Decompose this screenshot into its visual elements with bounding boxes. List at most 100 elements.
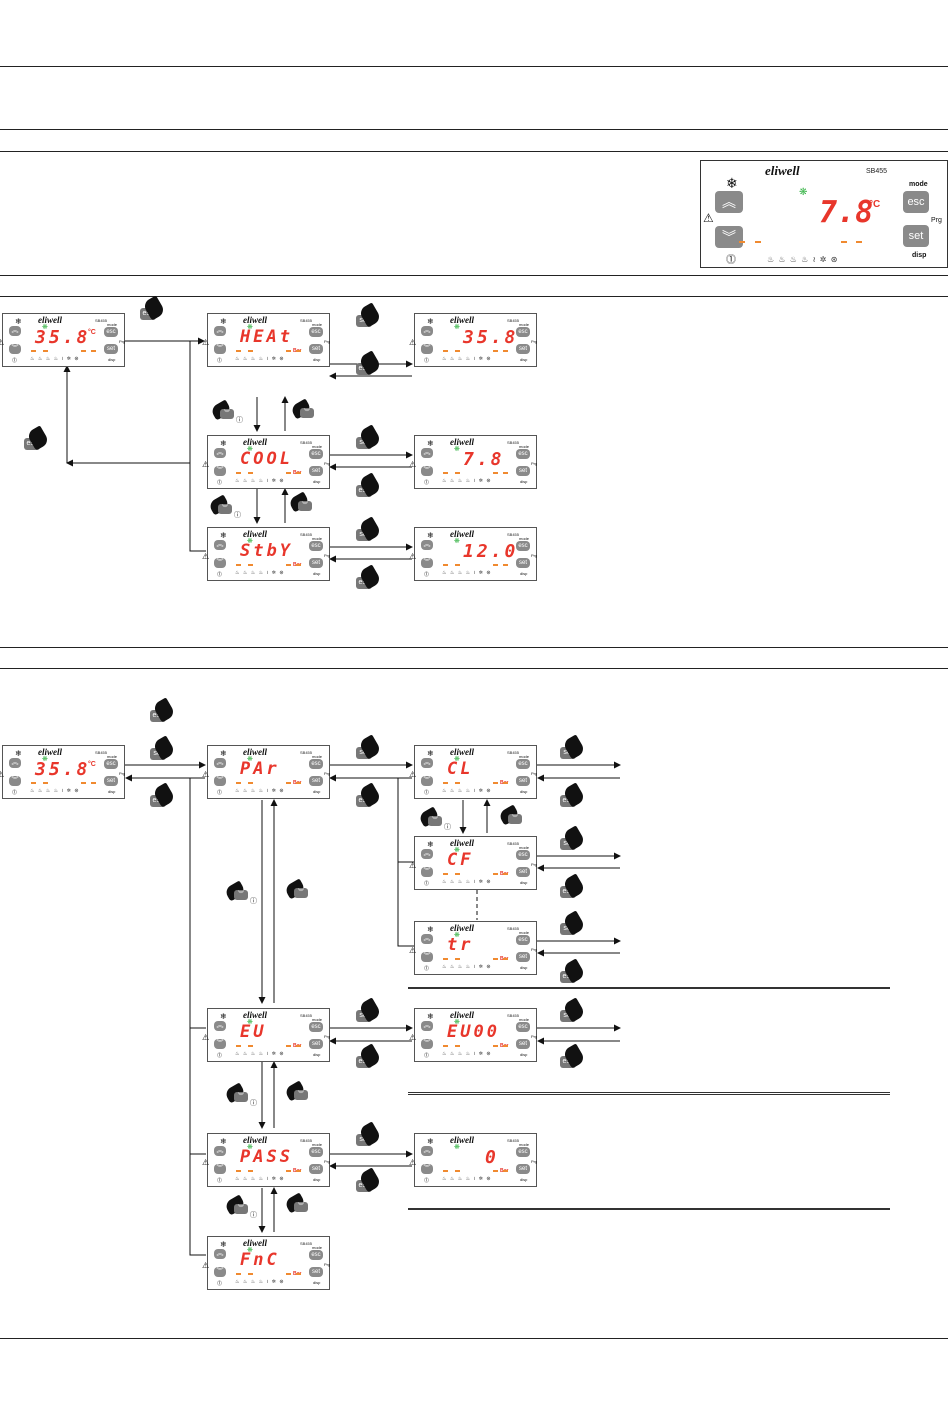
down-button[interactable]: ︾	[214, 1267, 226, 1277]
esc-button[interactable]: esc	[516, 1022, 530, 1032]
down-button[interactable]: ︾	[214, 466, 226, 476]
esc-button[interactable]: esc	[309, 1250, 323, 1260]
down-button[interactable]: ︾	[214, 1039, 226, 1049]
down-button[interactable]: ︾	[421, 466, 433, 476]
up-key[interactable]: ︾	[298, 501, 312, 511]
set-button[interactable]: set	[516, 1164, 530, 1174]
set-button[interactable]: set	[309, 558, 323, 568]
down-button[interactable]: ︾	[9, 776, 21, 786]
down-button[interactable]: ︾	[214, 344, 226, 354]
up-button[interactable]: ︽	[214, 1146, 226, 1156]
esc-button[interactable]: esc	[309, 759, 323, 769]
esc-button[interactable]: esc	[309, 541, 323, 551]
snowflake-icon: ❄	[726, 175, 738, 191]
up-button[interactable]: ︽	[421, 934, 433, 944]
down-key[interactable]: ︾	[234, 1204, 248, 1214]
up-key[interactable]: ︾	[300, 408, 314, 418]
down-key[interactable]: ︾	[220, 409, 234, 419]
down-button[interactable]: ︾	[214, 1164, 226, 1174]
up-button[interactable]: ︽	[715, 191, 743, 213]
esc-button[interactable]: esc	[104, 759, 118, 769]
down-button[interactable]: ︾	[421, 867, 433, 877]
disp-label: disp	[313, 1280, 321, 1285]
standby-icon: ⓵	[12, 790, 18, 796]
up-button[interactable]: ︽	[214, 326, 226, 336]
esc-button[interactable]: esc	[309, 1147, 323, 1157]
esc-button[interactable]: esc	[516, 449, 530, 459]
down-key[interactable]: ︾	[234, 890, 248, 900]
esc-button[interactable]: esc	[516, 759, 530, 769]
esc-button[interactable]: esc	[516, 1147, 530, 1157]
set-button[interactable]: set	[309, 776, 323, 786]
mode-label: mode	[519, 754, 530, 759]
set-button[interactable]: set	[903, 225, 929, 247]
standby-icon: ⓵	[424, 1178, 430, 1184]
up-button[interactable]: ︽	[9, 758, 21, 768]
down-key[interactable]: ︾	[428, 816, 442, 826]
esc-button[interactable]: esc	[516, 935, 530, 945]
display-text: COOL	[240, 449, 293, 469]
status-led-4	[296, 1273, 301, 1275]
set-button[interactable]: set	[309, 1267, 323, 1277]
set-button[interactable]: set	[516, 867, 530, 877]
esc-button[interactable]: esc	[309, 1022, 323, 1032]
up-button[interactable]: ︽	[214, 1249, 226, 1259]
down-button[interactable]: ︾	[9, 344, 21, 354]
esc-button[interactable]: esc	[309, 449, 323, 459]
set-button[interactable]: set	[516, 952, 530, 962]
down-button[interactable]: ︾	[421, 952, 433, 962]
set-button[interactable]: set	[104, 344, 118, 354]
status-icons: ♨ ♨ ♨ ♨ ≀ ✲ ⊛	[442, 788, 492, 794]
esc-button[interactable]: esc	[516, 327, 530, 337]
up-button[interactable]: ︽	[421, 540, 433, 550]
down-button[interactable]: ︾	[214, 558, 226, 568]
up-button[interactable]: ︽	[421, 448, 433, 458]
set-button[interactable]: set	[309, 344, 323, 354]
esc-button[interactable]: esc	[903, 191, 929, 213]
up-button[interactable]: ︽	[421, 1146, 433, 1156]
set-button[interactable]: set	[104, 776, 118, 786]
disp-label: disp	[313, 1177, 321, 1182]
up-key[interactable]: ︾	[294, 888, 308, 898]
set-button[interactable]: set	[516, 558, 530, 568]
set-button[interactable]: set	[516, 466, 530, 476]
set-button[interactable]: set	[516, 776, 530, 786]
down-button[interactable]: ︾	[421, 558, 433, 568]
down-button[interactable]: ︾	[421, 776, 433, 786]
down-key[interactable]: ︾	[234, 1092, 248, 1102]
esc-button[interactable]: esc	[309, 327, 323, 337]
esc-button[interactable]: esc	[516, 850, 530, 860]
down-key[interactable]: ︾	[218, 504, 232, 514]
up-button[interactable]: ︽	[421, 758, 433, 768]
set-button[interactable]: set	[516, 344, 530, 354]
up-key[interactable]: ︾	[294, 1202, 308, 1212]
esc-button[interactable]: esc	[516, 541, 530, 551]
up-button[interactable]: ︽	[214, 758, 226, 768]
up-key[interactable]: ︾	[508, 814, 522, 824]
display-text: 35.8	[35, 759, 91, 780]
status-led-4	[503, 958, 508, 960]
status-led-4	[503, 350, 508, 352]
panel-model: SB455	[95, 318, 108, 323]
up-button[interactable]: ︽	[421, 849, 433, 859]
down-button[interactable]: ︾	[421, 1039, 433, 1049]
up-button[interactable]: ︽	[214, 448, 226, 458]
up-key[interactable]: ︾	[294, 1090, 308, 1100]
disp-label: disp	[313, 479, 321, 484]
status-led-3	[493, 958, 498, 960]
down-button[interactable]: ︾	[214, 776, 226, 786]
down-button[interactable]: ︾	[715, 226, 743, 248]
up-button[interactable]: ︽	[214, 540, 226, 550]
set-button[interactable]: set	[309, 466, 323, 476]
esc-button[interactable]: esc	[104, 327, 118, 337]
set-button[interactable]: set	[309, 1039, 323, 1049]
up-button[interactable]: ︽	[421, 1021, 433, 1031]
down-button[interactable]: ︾	[421, 1164, 433, 1174]
set-button[interactable]: set	[516, 1039, 530, 1049]
up-button[interactable]: ︽	[421, 326, 433, 336]
up-button[interactable]: ︽	[214, 1021, 226, 1031]
up-button[interactable]: ︽	[9, 326, 21, 336]
down-button[interactable]: ︾	[421, 344, 433, 354]
set-button[interactable]: set	[309, 1164, 323, 1174]
